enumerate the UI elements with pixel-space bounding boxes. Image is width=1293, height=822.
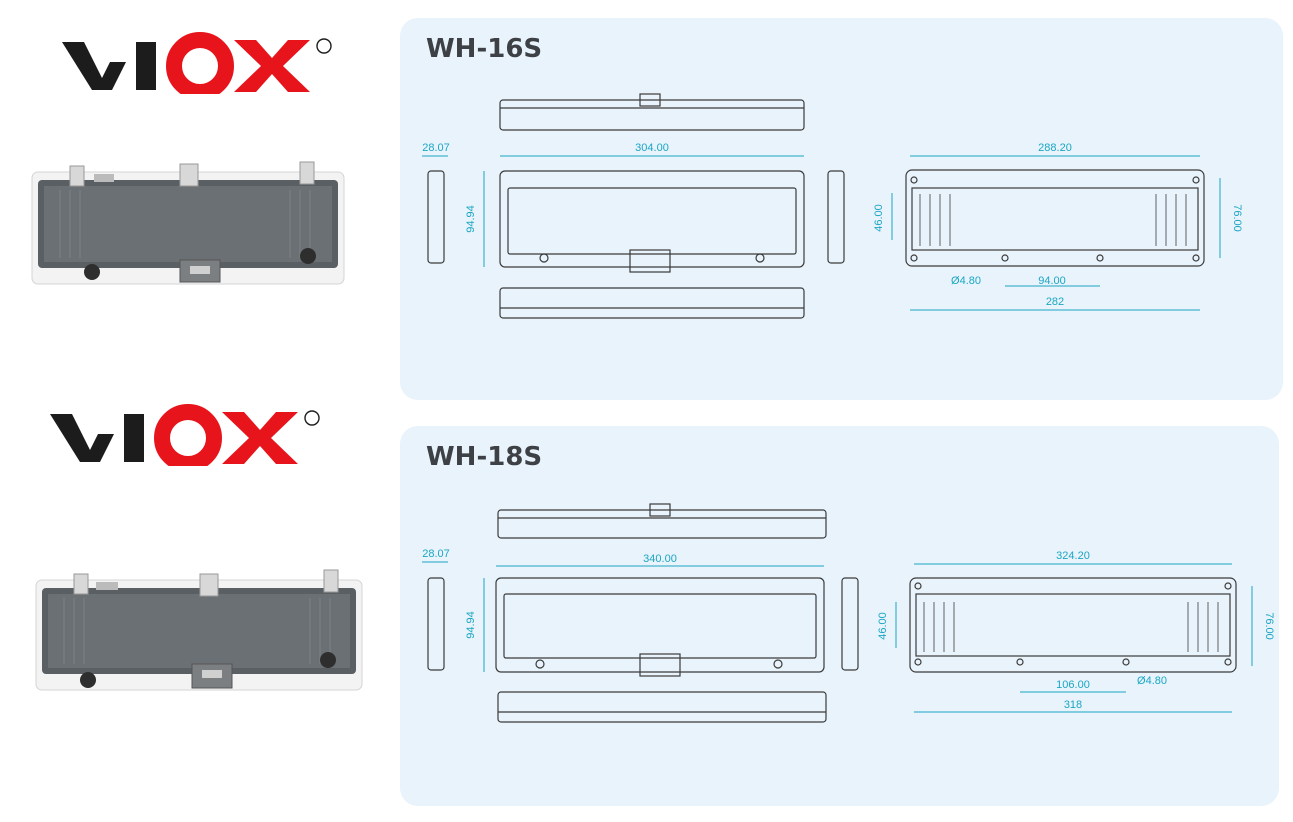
product-photo-wh16s: [30, 160, 350, 295]
technical-drawing-wh18s: 340.00 28.07 94.94 324.20 46.00 76.00 Ø4…: [422, 503, 1275, 723]
dim-depth: 28.07: [422, 548, 450, 560]
left-side-view: [427, 577, 445, 671]
bottom-view: [497, 691, 827, 723]
dim-cutout-length: 288.20: [1038, 142, 1072, 154]
dim-height: 94.94: [465, 205, 477, 233]
dim-overall-length: 304.00: [635, 142, 669, 154]
dim-inner-height: 46.00: [873, 204, 885, 232]
dim-cutout-height: 76.00: [1231, 204, 1243, 232]
drawing-panel-wh16s: WH-16S: [400, 18, 1283, 400]
back-view: [905, 169, 1205, 267]
dim-mount-length: 318: [1064, 699, 1082, 711]
drawing-panel-wh18s: WH-18S: [400, 426, 1279, 806]
front-view: [499, 170, 805, 268]
technical-drawing-wh16s: 304.00 28.07 94.94 288.20 46.00 76.00 Ø4…: [422, 93, 1243, 319]
top-view: [499, 99, 805, 131]
model-title: WH-18S: [426, 442, 543, 472]
back-view: [909, 577, 1237, 673]
left-side-view: [427, 170, 445, 264]
dim-hole-diameter: Ø4.80: [951, 275, 981, 287]
dim-depth: 28.07: [422, 142, 450, 154]
right-side-view: [827, 170, 845, 264]
viox-logo-2: [50, 402, 322, 466]
right-side-view: [841, 577, 859, 671]
product-photo-wh18s: [34, 568, 366, 699]
dim-hole-spacing: 106.00: [1056, 679, 1090, 691]
dim-height: 94.94: [465, 611, 477, 639]
dim-cutout-height: 76.00: [1263, 612, 1275, 640]
dim-overall-length: 340.00: [643, 553, 677, 565]
dim-mount-length: 282: [1046, 296, 1064, 308]
front-view: [495, 577, 825, 673]
dim-hole-spacing: 94.00: [1038, 275, 1066, 287]
top-view: [497, 509, 827, 539]
dim-cutout-length: 324.20: [1056, 550, 1090, 562]
bottom-view: [499, 287, 805, 319]
dim-hole-diameter: Ø4.80: [1137, 675, 1167, 687]
model-title: WH-16S: [426, 34, 543, 64]
viox-logo-1: ®: [62, 30, 334, 94]
dim-inner-height: 46.00: [877, 612, 889, 640]
